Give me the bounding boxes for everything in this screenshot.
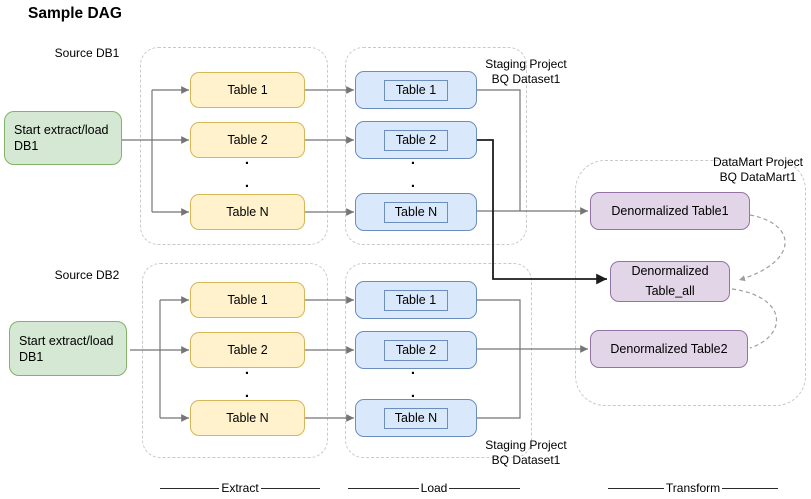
- datamart-label: DataMart Project BQ DataMart1: [706, 155, 810, 184]
- db2-load-table-2: Table 2: [355, 331, 477, 369]
- phase-divider-line: [260, 487, 320, 489]
- staging-label-db1-line2: BQ Dataset1: [491, 71, 561, 86]
- db1-extract-table-1: Table 1: [190, 72, 305, 108]
- phase-load-text: Load: [420, 481, 448, 495]
- db1-extract-table-n: Table N: [190, 194, 305, 230]
- db1-extract-table-2: Table 2: [190, 122, 305, 158]
- phase-divider-line: [449, 487, 521, 489]
- db1-load-table-1-inner: Table 1: [384, 79, 448, 101]
- db1-load-table-2-inner: Table 2: [384, 129, 448, 151]
- extract-group-db2: [142, 263, 328, 458]
- start-node-db1-line1: Start extract/load: [14, 123, 109, 137]
- db2-load-table-2-inner: Table 2: [384, 339, 448, 361]
- start-node-db1: Start extract/load DB1: [4, 111, 122, 165]
- staging-label-db1-line1: Staging Project: [485, 57, 567, 71]
- phase-label-load: Load: [348, 481, 521, 495]
- start-node-db1-line2: DB1: [14, 139, 39, 153]
- db1-load-table-2: Table 2: [355, 121, 477, 159]
- datamart-label-line2: BQ DataMart1: [719, 169, 797, 184]
- db2-extract-table-n: Table N: [190, 400, 305, 436]
- start-node-db2-line1: Start extract/load: [19, 333, 114, 348]
- load-group-db2: [345, 263, 532, 458]
- denormalized-table-all-line2: Table_all: [645, 283, 695, 298]
- start-node-db2: Start extract/load DB1: [9, 321, 127, 376]
- db2-load-table-n: Table N: [355, 399, 477, 437]
- datamart-group: [575, 160, 806, 406]
- phase-divider-line: [160, 487, 220, 489]
- ellipsis-dot: .: [244, 384, 250, 401]
- denormalized-table1-node: Denormalized Table1: [590, 192, 750, 230]
- denormalized-table2-node: Denormalized Table2: [590, 330, 748, 368]
- staging-label-db2-line1: Staging Project: [485, 438, 567, 452]
- phase-extract-text: Extract: [221, 481, 259, 495]
- denormalized-table-all-line1: Denormalized: [631, 264, 709, 278]
- phase-label-transform: Transform: [608, 481, 779, 495]
- staging-label-db2: Staging Project BQ Dataset1: [469, 438, 583, 467]
- ellipsis-dot: .: [244, 151, 250, 168]
- db1-load-table-1: Table 1: [355, 71, 477, 109]
- page-title: Sample DAG: [28, 5, 122, 22]
- ellipsis-dot: .: [244, 174, 250, 191]
- ellipsis-dot: .: [410, 174, 416, 191]
- ellipsis-dot: .: [410, 384, 416, 401]
- staging-label-db2-line2: BQ Dataset1: [491, 452, 561, 467]
- start-node-db2-line2: DB1: [19, 349, 44, 364]
- db2-load-table-n-inner: Table N: [384, 407, 448, 429]
- staging-label-db1: Staging Project BQ Dataset1: [469, 57, 583, 86]
- db2-load-table-1: Table 1: [355, 281, 477, 319]
- db1-load-table-n: Table N: [355, 193, 477, 231]
- db2-extract-table-2: Table 2: [190, 332, 305, 368]
- ellipsis-dot: .: [410, 361, 416, 378]
- denormalized-table-all-node: Denormalized Table_all: [610, 261, 730, 302]
- db1-load-table-n-inner: Table N: [384, 201, 448, 223]
- phase-label-extract: Extract: [160, 481, 320, 495]
- datamart-label-line1: DataMart Project: [712, 155, 804, 169]
- phase-divider-line: [608, 487, 664, 489]
- source-db1-label: Source DB1: [54, 46, 120, 60]
- phase-transform-text: Transform: [665, 481, 721, 495]
- extract-group-db1: [140, 47, 328, 245]
- phase-divider-line: [348, 487, 419, 489]
- ellipsis-dot: .: [410, 151, 416, 168]
- db2-load-table-1-inner: Table 1: [384, 289, 448, 311]
- phase-divider-line: [722, 487, 779, 489]
- ellipsis-dot: .: [244, 361, 250, 378]
- db2-extract-table-1: Table 1: [190, 282, 305, 318]
- source-db2-label: Source DB2: [54, 268, 120, 282]
